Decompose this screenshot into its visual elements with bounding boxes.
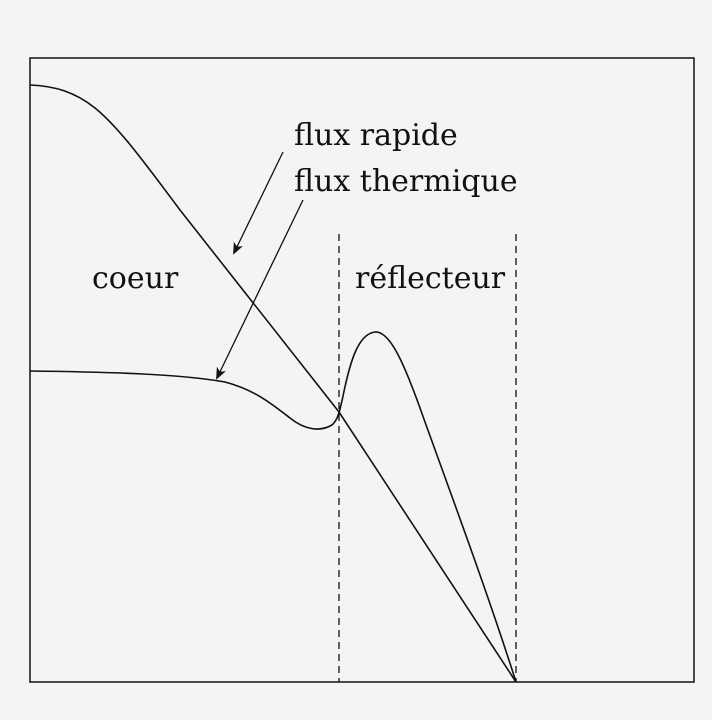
reflector-label: réflecteur (355, 261, 506, 296)
fast-flux-curve (29, 84, 517, 683)
fast-flux-label: flux rapide (294, 118, 458, 153)
core-label: coeur (92, 261, 179, 296)
plot-frame (29, 57, 695, 683)
thermal-flux-curve (29, 331, 517, 683)
thermal-flux-arrow (216, 199, 304, 380)
fast-flux-arrow (233, 151, 284, 255)
thermal-flux-label: flux thermique (294, 164, 518, 199)
